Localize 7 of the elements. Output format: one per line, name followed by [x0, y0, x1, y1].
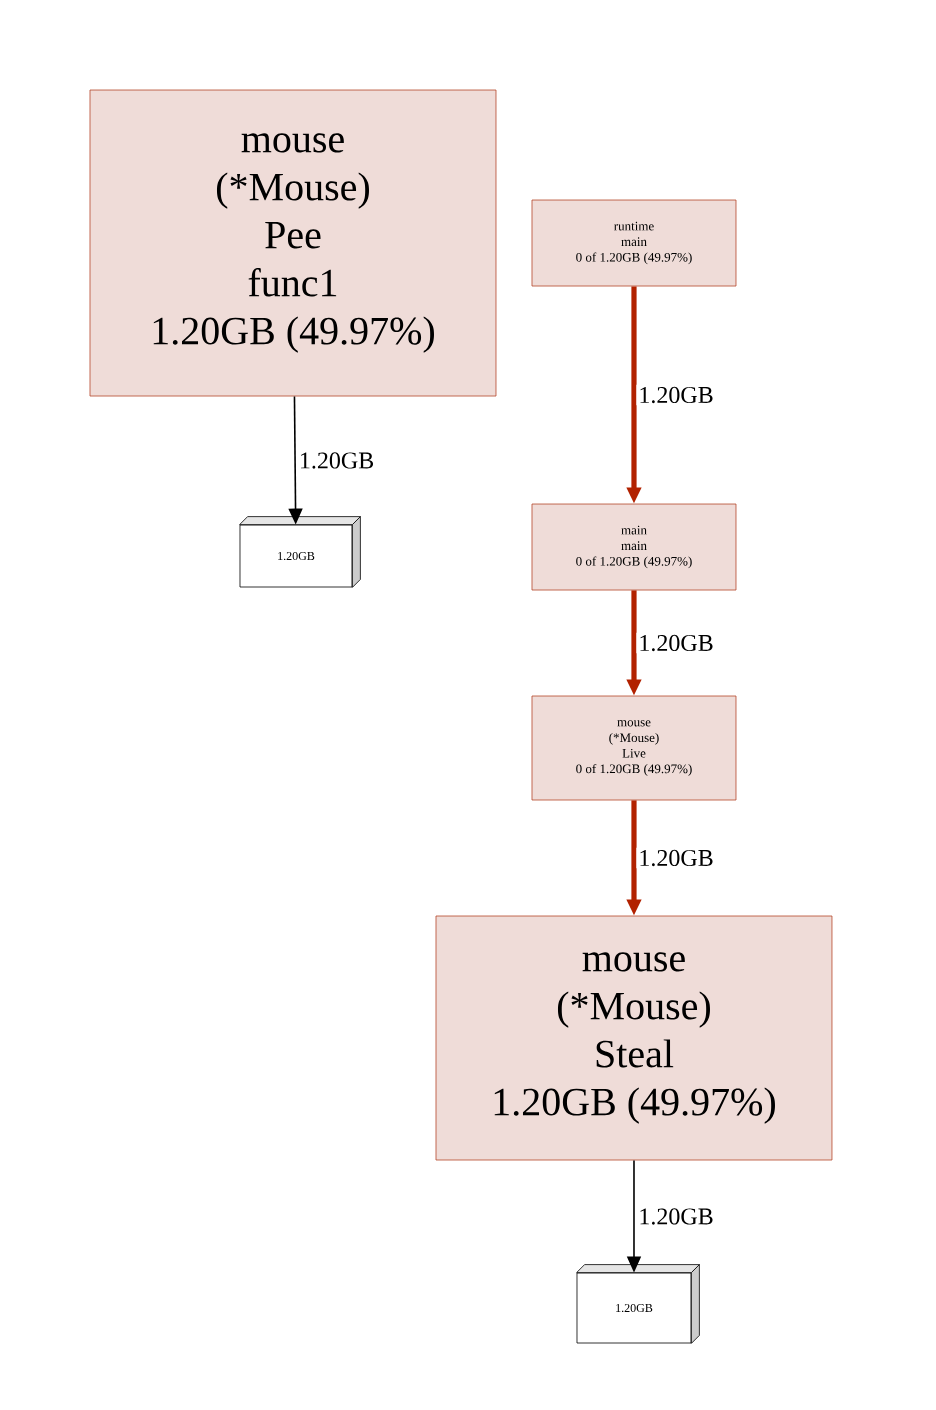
- edge-label: 1.20GB: [640, 634, 713, 652]
- edge-label: 1.20GB: [301, 452, 374, 469]
- edge-label: 1.20GB: [640, 849, 713, 867]
- function-box: mouse (*Mouse) Pee func1 1.20GB (49.97%): [89, 89, 497, 397]
- edge-label: 1.20GB: [640, 386, 713, 404]
- edge-label: 1.20GB: [640, 1208, 713, 1225]
- function-box: mouse (*Mouse) Steal 1.20GB (49.97%): [435, 915, 833, 1161]
